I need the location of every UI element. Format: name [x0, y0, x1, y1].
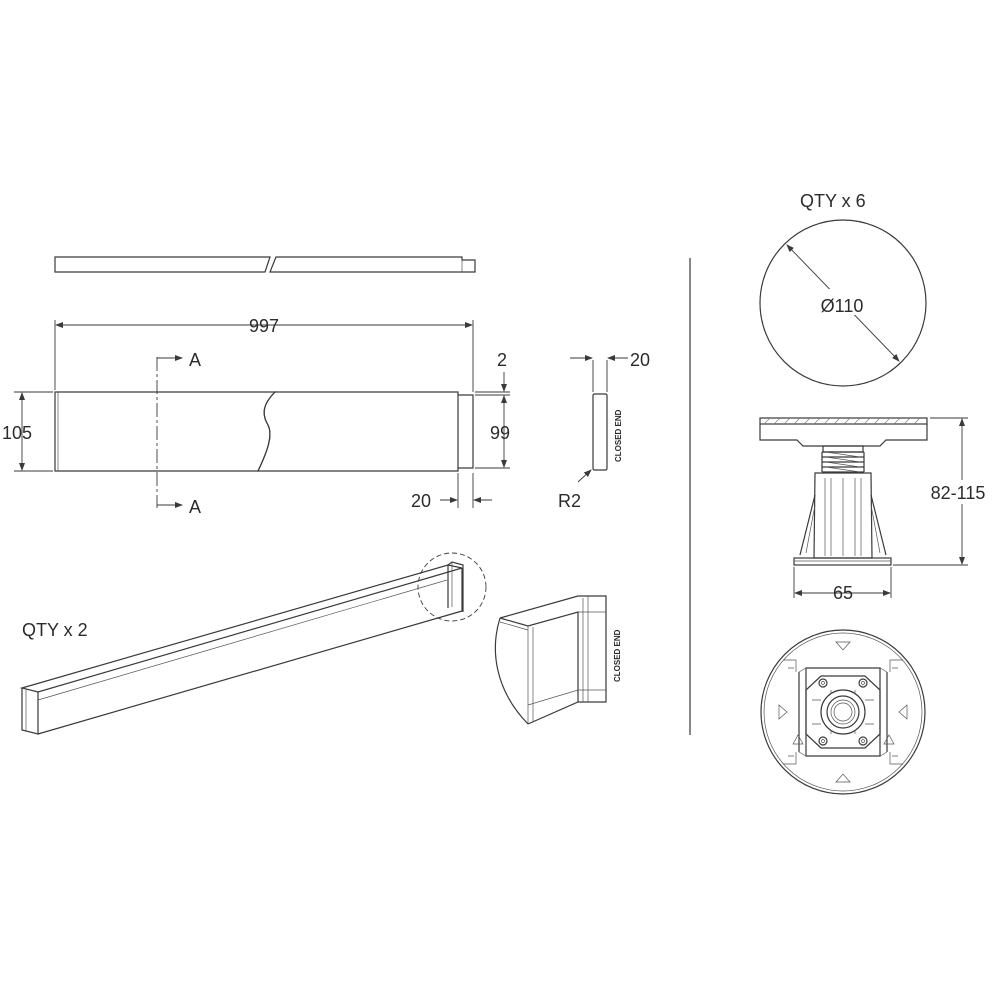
pedestal-side-view: 82-115 65	[759, 417, 993, 603]
qty-pedestals-label: QTY x 6	[800, 191, 866, 211]
closed-end-label-2: CLOSED END	[613, 629, 622, 682]
height-label: 105	[2, 423, 32, 443]
length-label: 997	[249, 316, 279, 336]
dimension-length: 997	[54, 316, 474, 392]
section-end-view: 20 CLOSED END R2	[558, 350, 650, 511]
diameter-label: Ø110	[821, 296, 864, 316]
dimension-inner-height: 99	[475, 394, 510, 469]
qty-panels-label: QTY x 2	[22, 620, 88, 640]
thickness-label: 2	[497, 350, 507, 370]
section-label-top: A	[189, 350, 201, 370]
leg-height-label: 82-115	[931, 483, 986, 503]
closed-end-detail: CLOSED END	[494, 595, 622, 725]
end-width-top-label: 20	[630, 350, 650, 370]
dimension-thickness: 2	[475, 350, 510, 393]
pedestal-plan-view: QTY x 6 Ø110	[759, 191, 927, 387]
pedestal-underside-view	[760, 629, 926, 795]
dimension-end-width-bottom: 20	[411, 473, 492, 511]
radius-label: R2	[558, 491, 581, 511]
section-label-bottom: A	[189, 497, 201, 517]
section-line: A A	[156, 350, 201, 517]
base-width-label: 65	[833, 583, 853, 603]
panel-top-view	[54, 256, 476, 273]
end-width-bottom-label: 20	[411, 491, 431, 511]
panel-front-view	[54, 391, 474, 472]
dimension-height: 105	[2, 391, 53, 472]
closed-end-label-1: CLOSED END	[614, 409, 623, 462]
panel-isometric-view: QTY x 2	[19, 552, 487, 735]
inner-height-label: 99	[490, 423, 510, 443]
